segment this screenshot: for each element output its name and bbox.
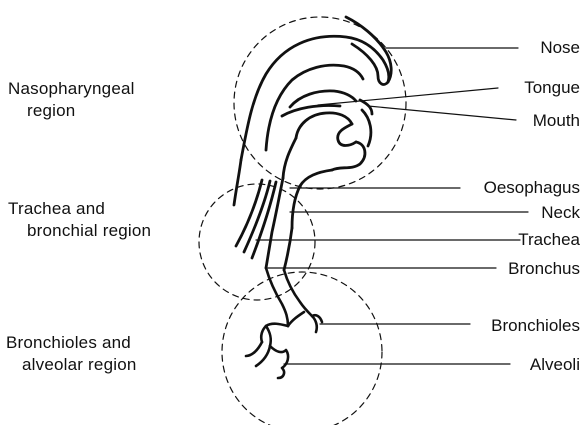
trachea-oesophagus-tubes	[236, 178, 292, 270]
bronchial-tree	[246, 268, 322, 378]
leader-line-tongue	[318, 88, 498, 105]
leader-line-mouth	[368, 106, 516, 120]
tongue-mouth-outline	[296, 100, 372, 170]
alveolar-region-circle	[222, 272, 382, 425]
